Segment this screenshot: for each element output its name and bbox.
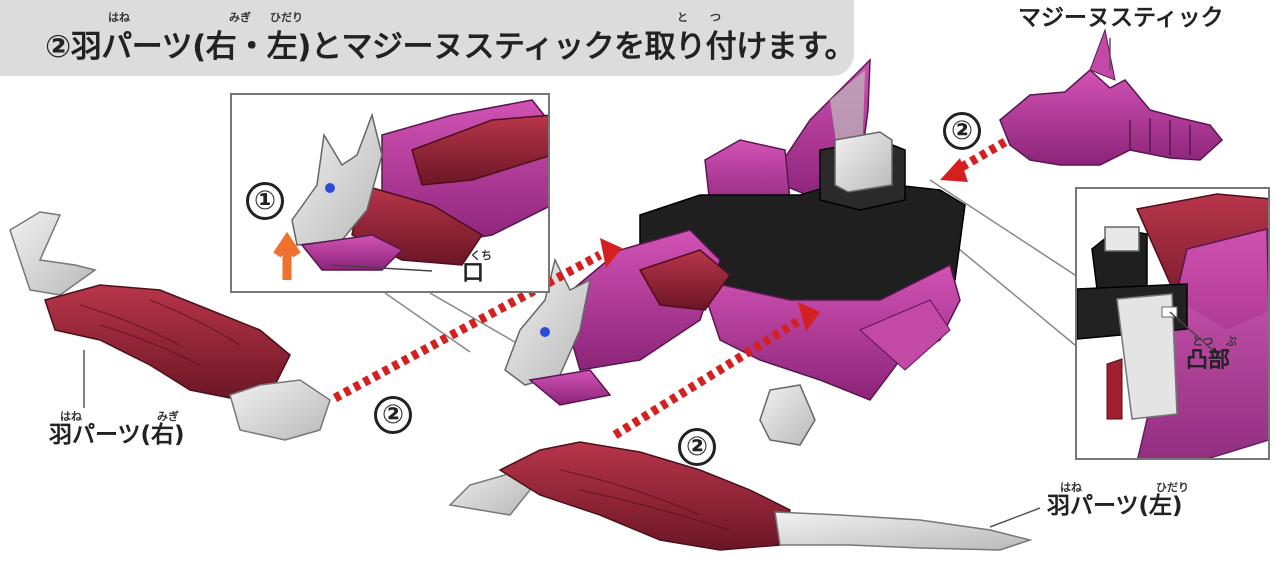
majine-stick-part	[999, 28, 1224, 166]
totsubu-furigana-to: とつ	[1192, 335, 1214, 348]
instruction-title: ②羽パーツ(右・左)とマジーヌスティックを取り付けます。	[45, 29, 856, 66]
attach-arrows	[332, 138, 1008, 439]
step-badge-2-wing-right: ②	[374, 396, 412, 434]
lift-arrow-icon	[273, 231, 301, 280]
furigana-to: と	[677, 11, 688, 24]
protrusion-detail-box	[1075, 187, 1270, 460]
furigana-tsu: つ	[710, 11, 721, 24]
kuchi-furigana: くち	[470, 249, 492, 262]
step-marker: ②	[45, 29, 71, 65]
arrow-head-lower	[798, 302, 820, 332]
dragon-main-body	[504, 58, 966, 446]
wing-right-furigana-hane: はね	[60, 410, 82, 423]
mouth-detail-box	[230, 93, 550, 293]
furigana-hane: はね	[108, 11, 130, 24]
totsubu-furigana-bu: ぶ	[1226, 335, 1237, 348]
arrow-head-upper	[600, 238, 622, 268]
majine-stick-label: マジーヌスティック	[1018, 5, 1224, 31]
furigana-hidari: ひだり	[270, 11, 303, 24]
wing-left-furigana-hane: はね	[1060, 481, 1082, 494]
wing-left-label: 羽パーツ(左)	[1047, 493, 1183, 519]
arrow-head-stick	[940, 158, 968, 182]
step-badge-2-wing-left: ②	[678, 428, 716, 466]
furigana-migi: みぎ	[229, 11, 251, 24]
step-badge-2-stick: ②	[943, 112, 981, 150]
wing-right-label: 羽パーツ(右)	[49, 422, 185, 448]
totsubu-label: 凸部	[1186, 348, 1231, 373]
wing-part-right	[9, 211, 331, 441]
instruction-text: 羽パーツ(右・左)とマジーヌスティックを取り付けます。	[70, 29, 856, 65]
instruction-banner	[0, 0, 854, 76]
wing-left-furigana-hidari: ひだり	[1156, 481, 1189, 494]
wing-part-left	[448, 441, 1041, 551]
step-badge-1: ①	[246, 182, 284, 220]
protrusion-detail-illustration	[1077, 193, 1268, 458]
kuchi-label: 口	[462, 261, 485, 286]
mouth-detail-illustration	[273, 99, 548, 280]
wing-right-furigana-migi: みぎ	[157, 410, 179, 423]
